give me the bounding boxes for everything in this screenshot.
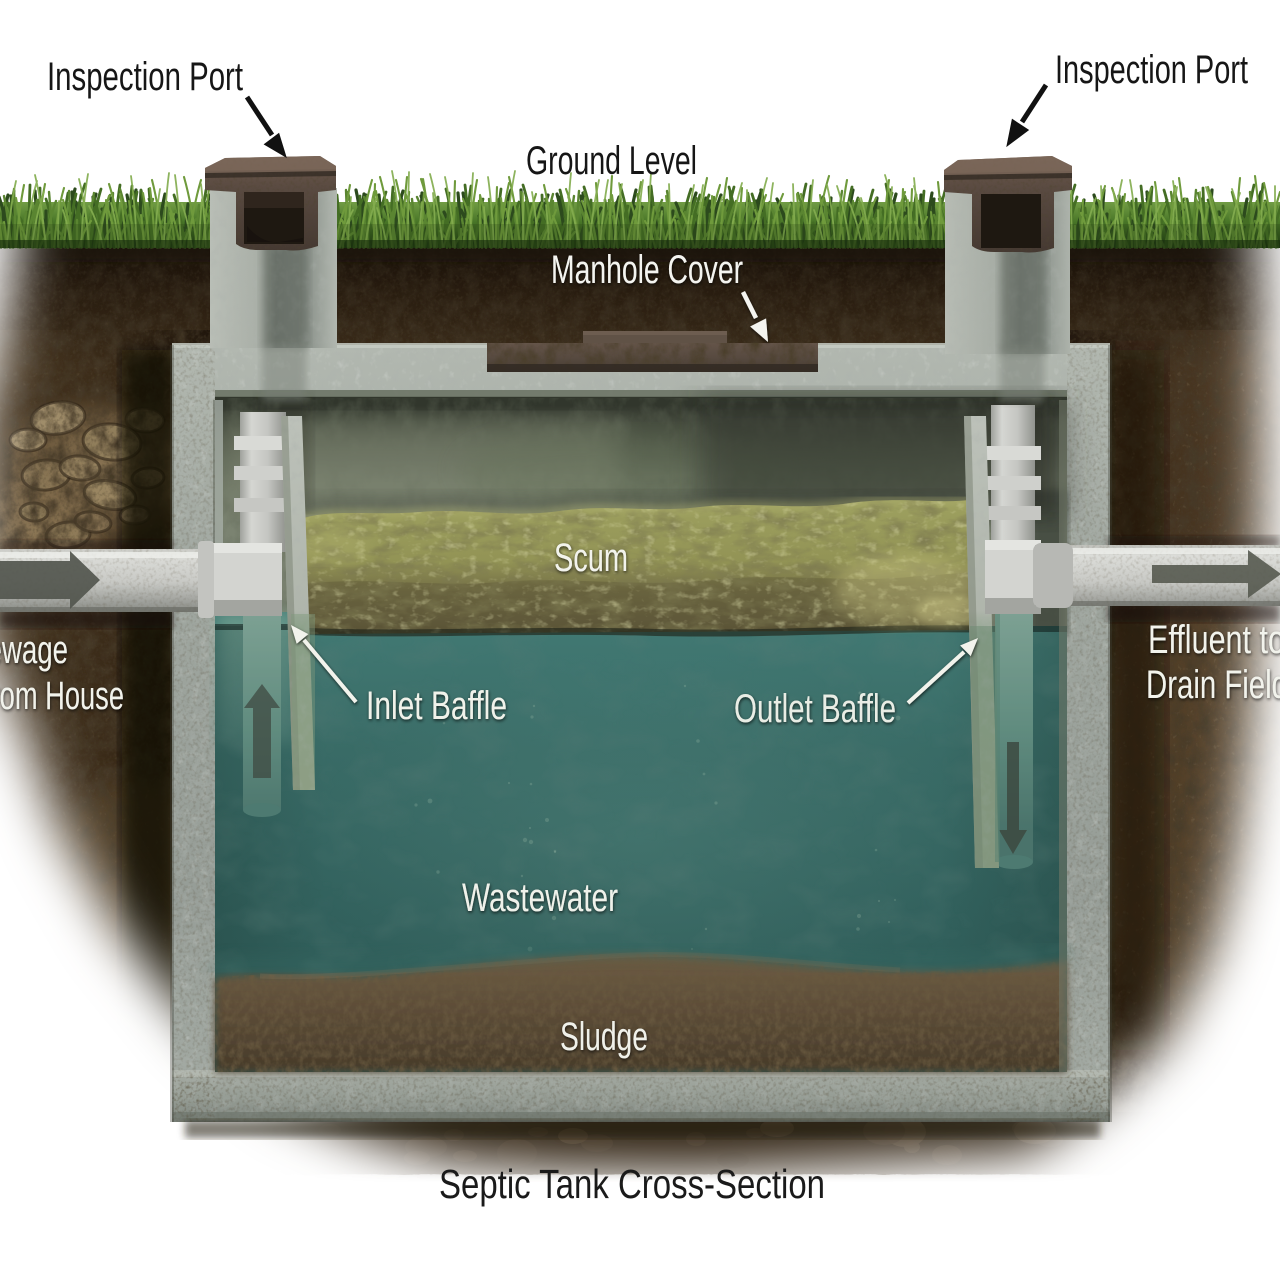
svg-text:Inspection Port: Inspection Port — [47, 55, 243, 99]
svg-text:Septic Tank Cross-Section: Septic Tank Cross-Section — [439, 1161, 825, 1207]
svg-text:Outlet Baffle: Outlet Baffle — [734, 687, 896, 731]
svg-text:from House: from House — [0, 674, 124, 718]
svg-text:Ground Level: Ground Level — [526, 139, 697, 183]
svg-text:Effluent to: Effluent to — [1148, 618, 1280, 662]
svg-text:Inspection Port: Inspection Port — [1055, 48, 1248, 92]
svg-text:Sewage: Sewage — [0, 628, 68, 672]
svg-text:Wastewater: Wastewater — [462, 876, 618, 920]
svg-text:Sludge: Sludge — [560, 1015, 648, 1059]
svg-text:Inlet Baffle: Inlet Baffle — [366, 684, 507, 728]
svg-text:Scum: Scum — [554, 536, 628, 580]
svg-text:Manhole Cover: Manhole Cover — [551, 248, 743, 292]
svg-text:Drain Field: Drain Field — [1146, 663, 1280, 707]
